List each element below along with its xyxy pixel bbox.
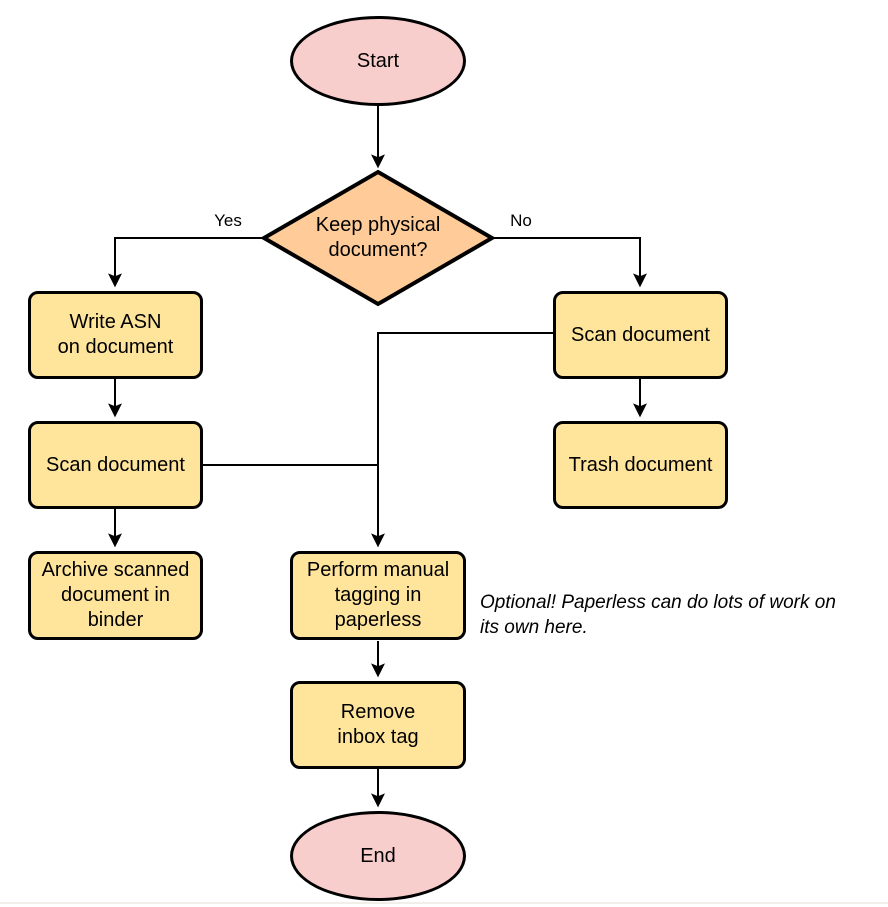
node-decision-label: Keep physical document? <box>315 214 441 261</box>
decision-diamond-shape <box>260 169 496 307</box>
edge-decision-scan-right <box>492 237 647 288</box>
annotation-note: Optional! Paperless can do lots of work … <box>480 592 836 638</box>
edge-decision-write-asn <box>108 237 264 288</box>
edge-scan-right-tagging <box>371 332 553 548</box>
node-remove-inbox-tag: Remove inbox tag <box>290 681 466 769</box>
edge-label-yes: Yes <box>214 211 242 230</box>
edge-label-no: No <box>510 211 532 230</box>
node-end: End <box>290 811 466 901</box>
node-scan-document-right: Scan document <box>553 291 728 379</box>
node-manual-tagging: Perform manual tagging in paperless <box>290 551 466 640</box>
node-scan-document-left: Scan document <box>28 421 203 509</box>
node-start: Start <box>290 16 466 106</box>
node-trash-document: Trash document <box>553 421 728 509</box>
node-write-asn: Write ASN on document <box>28 291 203 379</box>
node-archive-binder: Archive scanned document in binder <box>28 551 203 640</box>
bottom-divider <box>0 902 888 904</box>
